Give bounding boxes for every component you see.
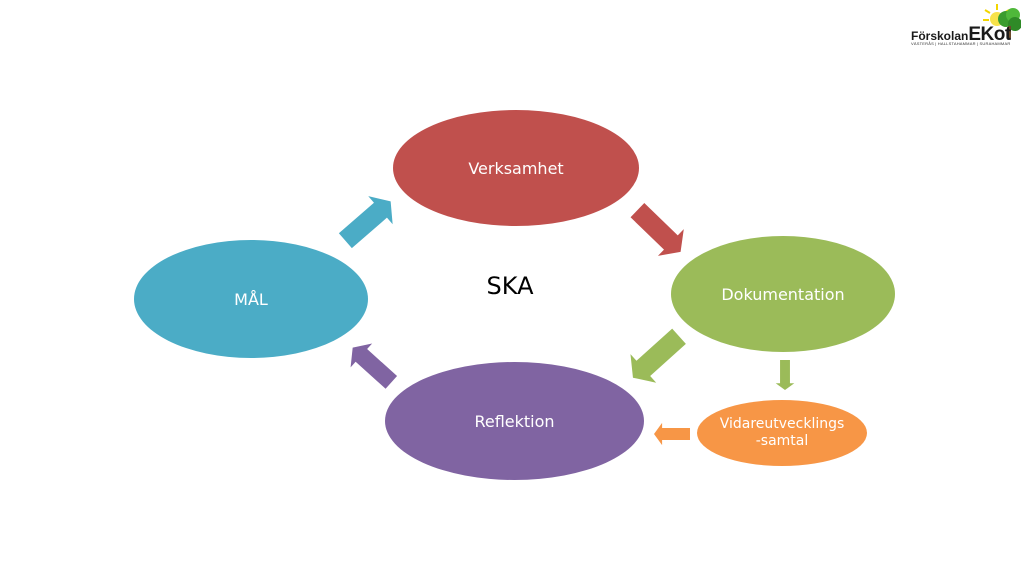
node-mal: MÅL <box>134 240 368 358</box>
center-label: SKA <box>486 272 534 300</box>
arrow-vidareutveckling-to-reflektion <box>654 422 690 446</box>
arrow-reflektion-to-mal <box>350 343 398 389</box>
node-vidareutveckling-label: Vidareutvecklings -samtal <box>719 416 845 449</box>
logo: FörskolanEKot VÄSTERÅS | HALLSTAHAMMAR |… <box>905 2 1021 50</box>
arrow-dokumentation-to-vidareutveckling <box>775 360 795 390</box>
logo-prefix: Förskolan <box>911 29 969 43</box>
node-reflektion: Reflektion <box>385 362 644 480</box>
arrow-mal-to-verksamhet <box>338 196 393 249</box>
node-verksamhet: Verksamhet <box>393 110 639 226</box>
node-verksamhet-label: Verksamhet <box>468 158 564 178</box>
logo-name: EKot <box>968 24 1011 45</box>
logo-wordmark: FörskolanEKot <box>911 24 1011 46</box>
logo-places: VÄSTERÅS | HALLSTAHAMMAR | SURAHAMMAR <box>911 41 1011 46</box>
arrow-verksamhet-to-dokumentation <box>630 203 684 256</box>
node-mal-label: MÅL <box>234 289 268 309</box>
node-vidareutveckling: Vidareutvecklings -samtal <box>697 400 867 466</box>
arrow-dokumentation-to-reflektion <box>630 328 686 383</box>
node-dokumentation: Dokumentation <box>671 236 895 352</box>
node-dokumentation-label: Dokumentation <box>721 284 845 304</box>
sun-tree-icon <box>983 4 1021 38</box>
node-reflektion-label: Reflektion <box>474 411 555 431</box>
